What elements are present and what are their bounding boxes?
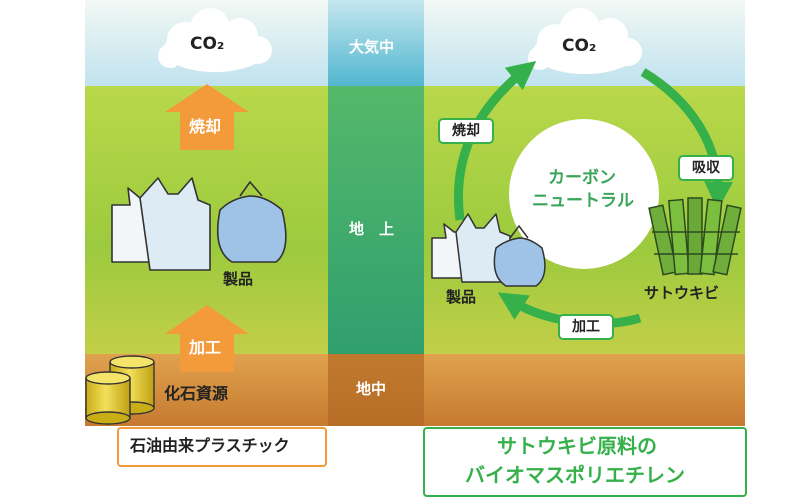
atmosphere-label: 大気中 xyxy=(349,38,395,56)
left-garbage-bag-icon xyxy=(216,180,287,263)
sugarcane-label: サトウキビ xyxy=(644,284,720,302)
burn-label: 焼却 xyxy=(189,117,222,136)
left-plastic-bags-icon xyxy=(111,177,211,271)
column-sky xyxy=(328,0,424,88)
left-cloud-label: CO₂ xyxy=(190,34,225,54)
column-underground xyxy=(328,354,424,426)
right-cloud-label: CO₂ xyxy=(562,36,597,56)
ground-label: 地 上 xyxy=(349,220,395,238)
sugarcane-icon xyxy=(648,197,742,276)
fossil-resources-label: 化石資源 xyxy=(164,384,229,403)
process-arrow-icon xyxy=(165,305,249,372)
left-cloud-icon xyxy=(158,8,272,72)
carbon-neutral-line2: ニュートラル xyxy=(532,191,634,211)
cycle-absorb-badge: 吸収 xyxy=(678,155,734,181)
right-garbage-bag-icon xyxy=(493,224,546,287)
column-ground xyxy=(328,86,424,356)
left-caption: 石油由来プラスチック xyxy=(130,436,290,455)
right-caption-box xyxy=(423,427,747,497)
cycle-process-label: 加工 xyxy=(572,319,600,335)
cycle-absorb-label: 吸収 xyxy=(692,160,720,176)
left-caption-box xyxy=(117,427,327,467)
right-caption-line2: バイオマスポリエチレン xyxy=(465,463,685,487)
cycle-burn-label: 焼却 xyxy=(452,123,480,139)
cycle-process-badge: 加工 xyxy=(558,314,614,340)
oil-drums-icon xyxy=(85,355,155,425)
process-label: 加工 xyxy=(189,338,222,357)
underground-label: 地中 xyxy=(356,380,387,398)
burn-arrow-icon xyxy=(165,84,249,150)
carbon-neutral-circle xyxy=(509,119,659,269)
cycle-burn-badge: 焼却 xyxy=(438,118,494,144)
left-products-label: 製品 xyxy=(223,270,254,288)
right-cloud-icon xyxy=(528,8,642,74)
carbon-neutral-line1: カーボン xyxy=(548,168,616,188)
right-products-label: 製品 xyxy=(446,288,477,306)
right-caption-line1: サトウキビ原料の xyxy=(497,434,657,458)
